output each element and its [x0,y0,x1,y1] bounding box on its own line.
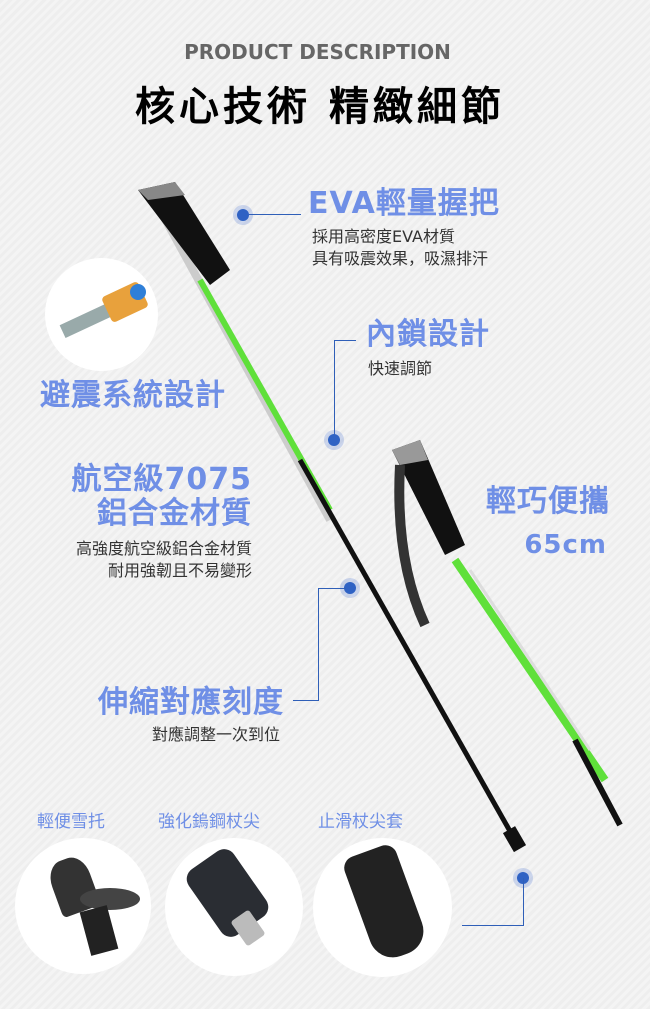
tip-cover-connector-line [462,925,524,926]
scale-title: 伸縮對應刻度 [98,685,284,720]
lock-marker-dot [328,434,340,446]
material-title-line: 航空級7075 [71,462,252,497]
accessory-label-snow-basket: 輕便雪托 [37,812,105,832]
material-description: 高強度航空級鋁合金材質 耐用強韌且不易變形 [76,538,252,582]
snow-basket-image [15,838,151,974]
lock-connector-line [334,340,335,438]
material-title-line: 鋁合金材質 [97,496,252,531]
accessory-label-tip-cover: 止滑杖尖套 [318,812,403,832]
lock-title: 內鎖設計 [366,317,490,352]
grip-connector-line [249,214,301,215]
lock-description: 快速調節 [368,359,433,378]
shock-title: 避震系統設計 [40,378,226,413]
material-line: 高強度航空級鋁合金材質 [75,539,252,558]
tip-cover-image [313,838,452,977]
subtitle: PRODUCT DESCRIPTION [184,40,451,64]
scale-description: 對應調整一次到位 [151,725,280,744]
scale-connector-line [318,588,319,701]
tungsten-tip-image [165,838,303,976]
scale-marker-dot [344,582,356,594]
grip-description: 採用高密度EVA材質 具有吸震效果，吸濕排汗 [312,226,488,270]
scale-connector-line [318,588,346,589]
grip-line: 具有吸震效果，吸濕排汗 [312,249,489,268]
page-title: 核心技術 精緻細節 [135,84,505,130]
accessory-label-tungsten-tip: 強化鎢鋼杖尖 [158,812,260,832]
scale-connector-line [293,700,319,701]
short-pole [392,440,623,827]
grip-line: 採用高密度EVA材質 [312,227,455,246]
lock-connector-line [334,340,356,341]
grip-marker-dot [237,209,249,221]
grip-title: EVA輕量握把 [308,186,500,221]
material-title: 航空級7075 鋁合金材質 [72,463,253,531]
long-pole [138,182,527,853]
tip-cover-connector-line [523,878,524,926]
portable-title: 輕巧便攜 [486,484,610,519]
shock-system-image [45,258,158,371]
material-line: 耐用強韌且不易變形 [107,561,252,580]
portable-length: 65cm [524,530,607,560]
